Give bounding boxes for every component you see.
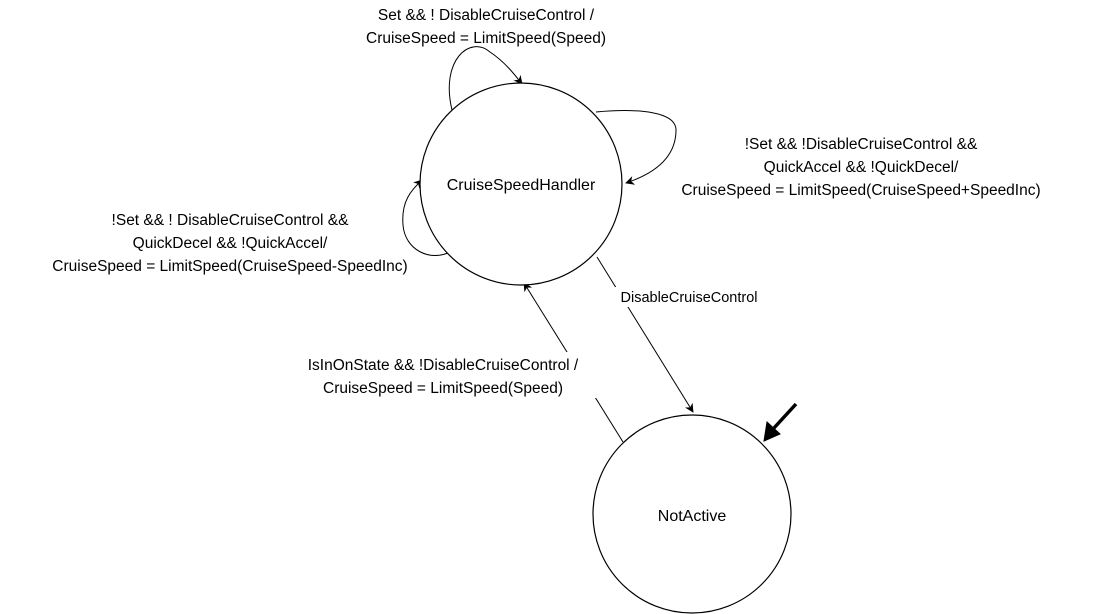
- not-active-to-handler-label-line2: CruiseSpeed = LimitSpeed(Speed): [323, 380, 563, 397]
- handler-to-not-active-edge: [596, 256, 694, 413]
- self-loop-right-label-line1: !Set && !DisableCruiseControl &&: [745, 136, 978, 153]
- state-not-active-label: NotActive: [658, 508, 727, 525]
- initial-state-arrowhead: [763, 420, 781, 442]
- self-loop-right-label-line2: QuickAccel && !QuickDecel/: [764, 159, 959, 176]
- self-loop-right-label-line3: CruiseSpeed = LimitSpeed(CruiseSpeed+Spe…: [681, 182, 1040, 199]
- self-loop-left-edge: [402, 179, 451, 257]
- state-not-active[interactable]: [592, 414, 792, 614]
- handler-to-not-active-label: DisableCruiseControl: [621, 290, 758, 306]
- state-cruise-speed-handler-label: CruiseSpeedHandler: [447, 177, 596, 194]
- not-active-to-handler-label-bg: [268, 352, 620, 398]
- self-loop-right-edge: [595, 110, 677, 185]
- self-loop-left-label-line2: QuickDecel && !QuickAccel/: [133, 235, 328, 252]
- self-loop-left-label-line1: !Set && ! DisableCruiseControl &&: [112, 212, 350, 229]
- not-active-to-handler-label-line1: IsInOnState && !DisableCruiseControl /: [308, 357, 579, 374]
- self-loop-top-edge: [448, 46, 523, 111]
- self-loop-top-label-line1: Set && ! DisableCruiseControl /: [378, 7, 595, 24]
- self-loop-left-label-line3: CruiseSpeed = LimitSpeed(CruiseSpeed-Spe…: [52, 258, 407, 275]
- initial-state-arrow: [772, 402, 798, 430]
- handler-to-not-active-label-bg: [598, 287, 780, 307]
- state-cruise-speed-handler[interactable]: [419, 82, 623, 286]
- self-loop-top-label-line2: CruiseSpeed = LimitSpeed(Speed): [366, 30, 606, 47]
